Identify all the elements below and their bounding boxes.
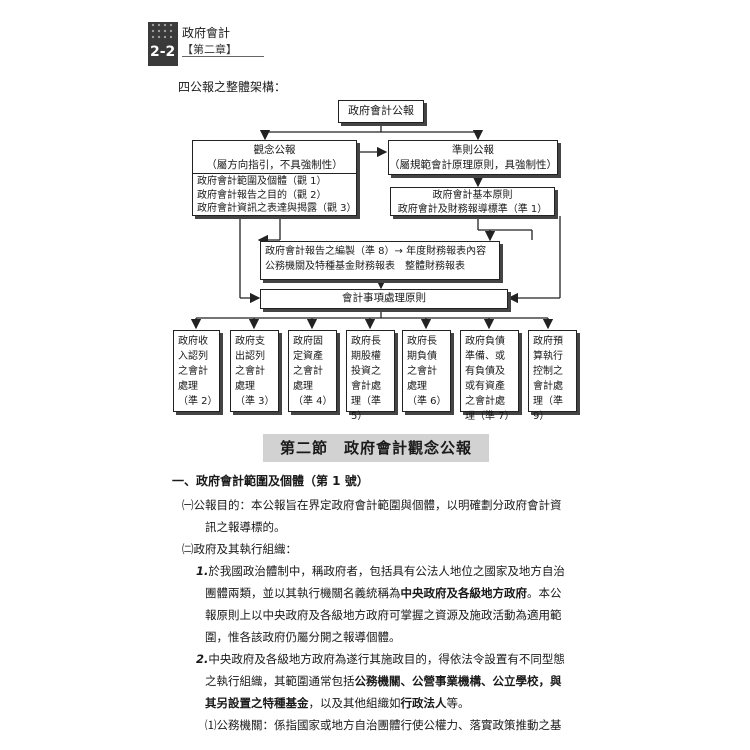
root-box: 政府會計公報 <box>338 100 424 123</box>
body-text: 。本公 <box>527 586 562 600</box>
standard-box: 準則公報 （屬規範會計原理原則，具強制性） <box>388 140 558 175</box>
body-paragraph: 之執行組織，其範圍通常包括公務機關、公營事業機構、公立學校，與 <box>205 670 562 692</box>
report-line: 公務機關及特種基金財務報表 整體財務報表 <box>265 261 465 272</box>
diagram-connectors <box>190 123 561 330</box>
body-paragraph: ㈠公報目的：本公報旨在界定政府會計範圍與個體，以明確劃分政府會計資 <box>182 498 562 512</box>
body-paragraph: 圍，惟各該政府仍屬分開之報導個體。 <box>205 630 401 644</box>
standard-leaf-box: 政府支出認列之會計處理（準 3） <box>230 330 279 412</box>
body-text: 之執行組織，其範圍通常包括 <box>205 674 355 688</box>
emphasis-text: 行政法人 <box>400 696 447 710</box>
framework-diagram: 政府會計公報 觀念公報 （屬方向指引，不具強制性） 政府會計範圍及個體（觀 1）… <box>160 90 600 422</box>
emphasis-text: 公務機關、公營事業機構、公立學校，與 <box>354 674 562 688</box>
list-number: 2. <box>196 652 209 666</box>
standard-leaf-box: 政府長期股權投資之會計處理（準5） <box>346 330 395 422</box>
emphasis-text: 其另設置之特種基金 <box>205 696 309 710</box>
standard-leaf-box: 政府收入認列之會計處理（準 2） <box>173 330 220 412</box>
body-paragraph: 1.於我國政治體制中，稱政府者，包括具有公法人地位之國家及地方自治 <box>196 560 565 582</box>
list-number: 1. <box>196 564 209 578</box>
report-box: 政府會計報告之編製（準 8）→ 年度財務報表內容 公務機關及特種基金財務報表 整… <box>260 241 500 280</box>
body-paragraph: ⑴公務機關：係指國家或地方自治團體行使公權力、落實政策推動之基 <box>205 718 562 732</box>
section-heading: 第二節 政府會計觀念公報 <box>263 434 489 462</box>
standard-leaf-box: 政府固定資產之會計處理（準 4） <box>288 330 337 412</box>
standard-leaf-box: 政府負債準備、或有負債及或有資產之會計處理（準 7） <box>460 330 519 422</box>
body-paragraph: 訊之報導標的。 <box>205 520 286 534</box>
emphasis-text: 中央政府及各級地方政府 <box>400 586 528 600</box>
standard-subtitle: （屬規範會計原理原則，具強制性） <box>389 158 557 171</box>
body-paragraph: ㈡政府及其執行組織： <box>182 542 297 556</box>
body-paragraph: 報原則上以中央政府及各級地方政府可掌握之資源及施政活動為適用範 <box>205 608 562 622</box>
standard-title: 準則公報 <box>452 144 494 156</box>
page-number: 2-2 <box>150 44 176 60</box>
body-text: ，以及其他組織如 <box>308 696 401 710</box>
diagram-intro-label: 四公報之整體架構： <box>178 80 287 94</box>
body-paragraph: 2.中央政府及各級地方政府為遂行其施政目的，得依法令設置有不同型態 <box>196 648 565 670</box>
body-text: 中央政府及各級地方政府為遂行其施政目的，得依法令設置有不同型態 <box>208 652 565 666</box>
standard-leaf-box: 政府長期負債之會計處理（準 6） <box>402 330 451 412</box>
concept-title: 觀念公報 <box>253 144 296 156</box>
standard-leaf-box: 政府預算執行控制之會計處理（準9） <box>528 330 577 422</box>
body-paragraph: 團體兩類，並以其執行機關名義統稱為中央政府及各級地方政府。本公 <box>205 582 562 604</box>
basic-principle-line: 政府會計基本原則 <box>432 190 513 201</box>
concept-subtitle: （屬方向指引，不具強制性） <box>193 158 356 175</box>
body-text: 於我國政治體制中，稱政府者，包括具有公法人地位之國家及地方自治 <box>208 564 565 578</box>
basic-principle-box: 政府會計基本原則 政府會計及財務報導標準（準 1） <box>390 187 555 216</box>
body-paragraph: 其另設置之特種基金，以及其他組織如行政法人等。 <box>205 692 470 714</box>
subsection-heading: 一、政府會計範圍及個體（第 1 號） <box>172 474 369 488</box>
report-line: 政府會計報告之編製（準 8）→ 年度財務報表內容 <box>265 246 487 257</box>
chapter-label: 【第二章】 <box>182 43 237 56</box>
header-rule <box>182 56 264 57</box>
concept-item: 政府會計資訊之表達與揭露（觀 3） <box>197 203 357 215</box>
treatment-box: 會計事項處理原則 <box>260 289 508 309</box>
concept-item: 政府會計範圍及個體（觀 1） <box>197 176 327 188</box>
dot-pattern-decoration <box>150 22 176 42</box>
body-text: 等。 <box>446 696 470 710</box>
concept-item: 政府會計報告之目的（觀 2） <box>197 189 327 201</box>
body-text: 團體兩類，並以其執行機關名義統稱為 <box>205 586 401 600</box>
book-title: 政府會計 <box>182 26 231 40</box>
concept-box: 觀念公報 （屬方向指引，不具強制性） 政府會計範圍及個體（觀 1） 政府會計報告… <box>192 140 357 216</box>
basic-principle-line: 政府會計及財務報導標準（準 1） <box>397 203 548 215</box>
